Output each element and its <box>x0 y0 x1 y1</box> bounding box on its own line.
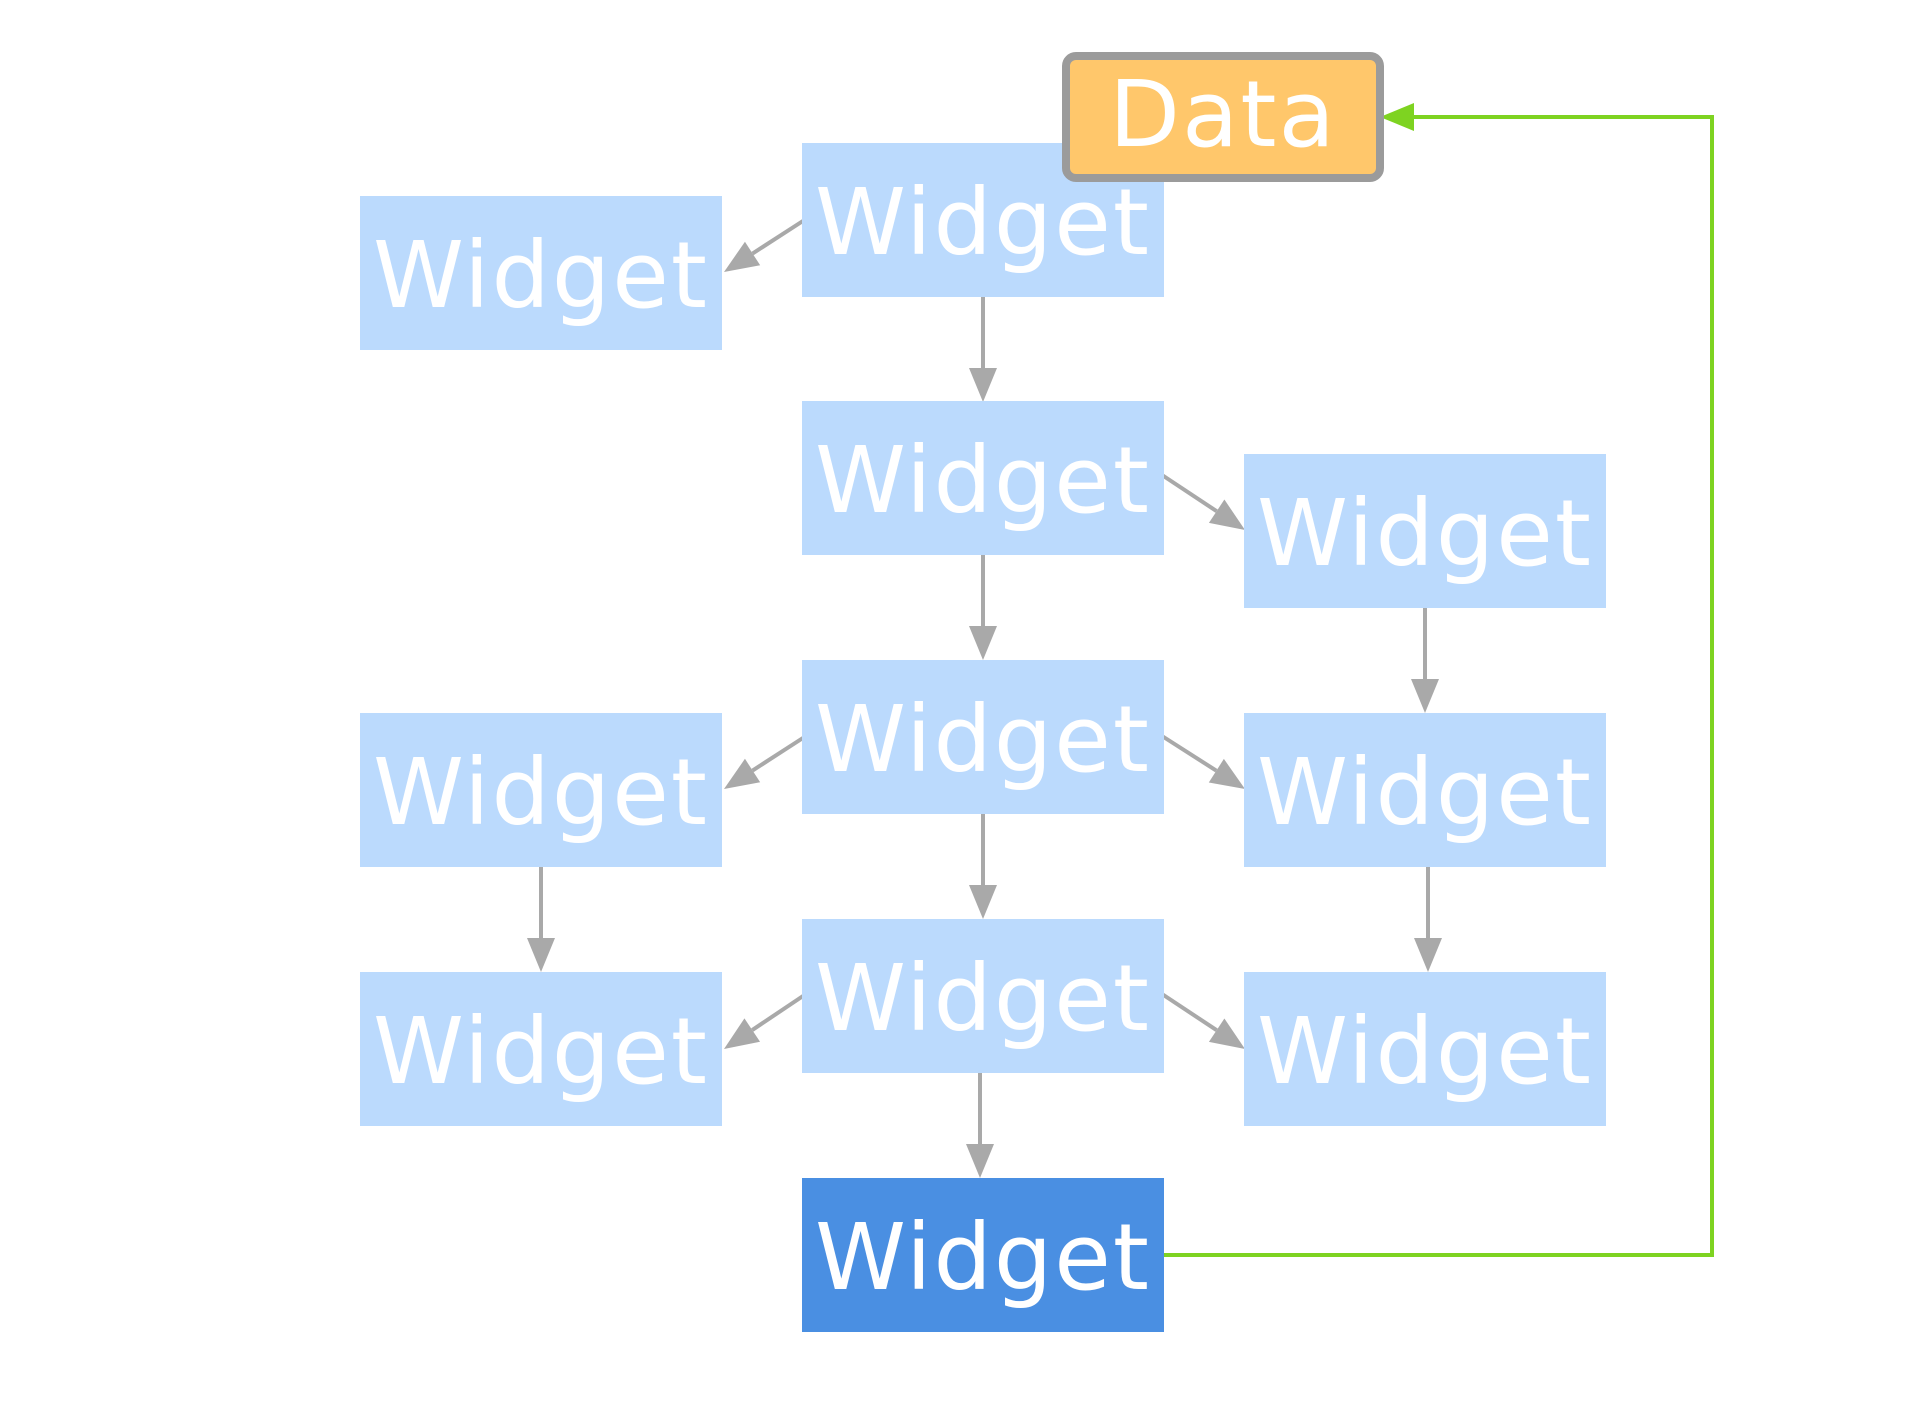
widget-node-top: Widget <box>802 143 1164 297</box>
node-label: Widget <box>815 945 1151 1052</box>
widget-node-row4-right: Widget <box>1244 972 1606 1126</box>
node-label: Widget <box>373 739 709 846</box>
widget-node-row4-center: Widget <box>802 919 1164 1073</box>
edge-row2-center-to-row2-right <box>1160 473 1218 513</box>
node-label: Widget <box>1257 739 1593 846</box>
widget-node-top-left: Widget <box>360 196 722 350</box>
edges-layer <box>527 103 1714 1257</box>
node-label: Widget <box>815 427 1151 534</box>
edge-row3-left-to-row4-left-head <box>527 938 555 972</box>
widget-node-bottom-active: Widget <box>802 1178 1164 1332</box>
node-label: Widget <box>815 1204 1151 1311</box>
edge-row3-right-to-row4-right-head <box>1414 938 1442 972</box>
widget-node-row2-right: Widget <box>1244 454 1606 608</box>
widget-node-row3-center: Widget <box>802 660 1164 814</box>
edge-row4-center-to-row4-left-head <box>724 1018 761 1049</box>
edge-top-to-top-left-head <box>724 241 761 272</box>
edge-top-to-top-left <box>751 217 808 256</box>
node-label: Widget <box>815 169 1151 276</box>
edge-row2-center-to-row3-center-head <box>969 626 997 660</box>
edge-top-to-row2-center-head <box>969 368 997 402</box>
node-label: Widget <box>815 686 1151 793</box>
edge-row3-center-to-row3-right <box>1160 734 1218 773</box>
feedback-edge-bottom-to-data <box>1164 115 1714 1257</box>
widget-node-row3-right: Widget <box>1244 713 1606 867</box>
edge-row2-center-to-row2-right-head <box>1208 499 1245 530</box>
data-node: Data <box>1062 52 1384 182</box>
edge-row2-right-to-row3-right-head <box>1411 679 1439 713</box>
edge-row4-center-to-row4-right <box>1160 992 1218 1032</box>
edge-row3-center-to-row4-center-head <box>969 885 997 919</box>
feedback-edge-head <box>1380 103 1414 131</box>
node-label: Widget <box>373 998 709 1105</box>
widget-node-row4-left: Widget <box>360 972 722 1126</box>
node-label: Widget <box>1257 480 1593 587</box>
node-label: Widget <box>373 222 709 329</box>
edge-row4-center-to-bottom-head <box>966 1144 994 1178</box>
edge-row3-center-to-row3-left <box>751 734 808 773</box>
edge-row4-center-to-row4-left <box>751 992 808 1032</box>
node-label: Widget <box>1257 998 1593 1105</box>
node-label: Data <box>1109 61 1337 168</box>
edge-row3-center-to-row3-right-head <box>1208 758 1245 789</box>
edge-row4-center-to-row4-right-head <box>1208 1018 1245 1049</box>
widget-node-row3-left: Widget <box>360 713 722 867</box>
widget-node-row2-center: Widget <box>802 401 1164 555</box>
edge-row3-center-to-row3-left-head <box>724 758 761 789</box>
nodes-layer: Widget Widget Data Widget Widget Widget … <box>360 52 1606 1332</box>
